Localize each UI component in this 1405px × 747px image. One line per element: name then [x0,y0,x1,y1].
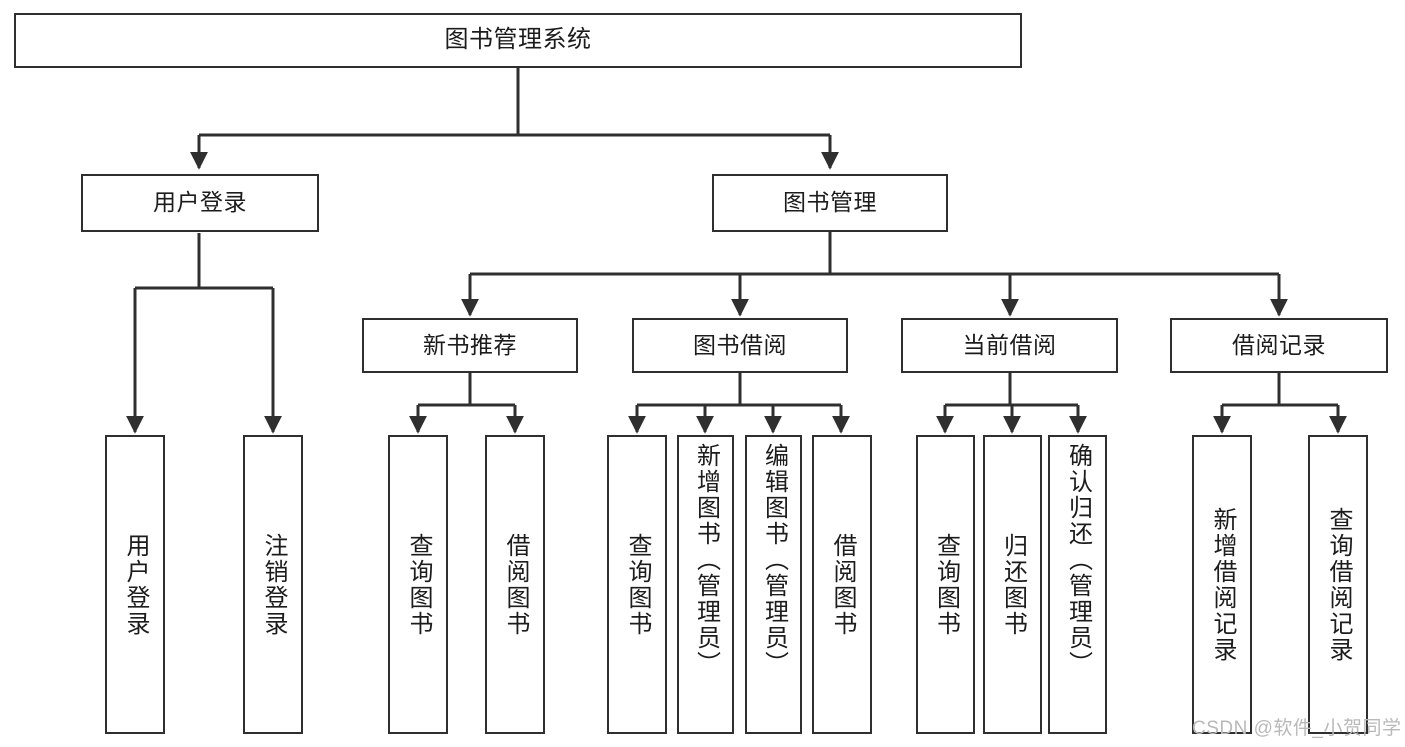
node-user-login[interactable]: 用户登录 [81,174,319,232]
leaf-return-book[interactable]: 归还图书 [983,435,1042,734]
node-label: 借阅图书 [829,532,856,637]
node-label: 查询图书 [405,532,432,637]
leaf-query-book-current[interactable]: 查询图书 [916,435,975,734]
node-label: 编辑图书（管理员） [760,443,788,677]
node-label: 图书管理 [783,189,877,216]
leaf-query-book-recommend[interactable]: 查询图书 [388,435,448,734]
leaf-edit-book-admin[interactable]: 编辑图书（管理员） [745,435,802,734]
leaf-query-book-borrow[interactable]: 查询图书 [607,435,667,734]
node-label: 当前借阅 [962,331,1057,358]
leaf-query-borrow-record[interactable]: 查询借阅记录 [1308,435,1368,734]
node-label: 用户登录 [153,189,247,216]
node-label: 确认归还（管理员） [1064,443,1092,677]
node-label: 用户登录 [122,532,149,637]
node-label: 查询图书 [624,532,651,637]
node-label: 借阅记录 [1232,331,1326,358]
node-label: 图书借阅 [693,331,787,358]
leaf-add-book-admin[interactable]: 新增图书（管理员） [677,435,734,734]
leaf-confirm-return-admin[interactable]: 确认归还（管理员） [1048,435,1107,734]
leaf-logout[interactable]: 注销登录 [243,435,303,734]
leaf-add-borrow-record[interactable]: 新增借阅记录 [1192,435,1252,734]
node-label: 图书管理系统 [444,26,592,54]
node-label: 新书推荐 [423,331,517,358]
leaf-borrow-book[interactable]: 借阅图书 [812,435,872,734]
node-book-management[interactable]: 图书管理 [712,174,948,232]
node-new-book-recommend[interactable]: 新书推荐 [362,318,578,373]
node-label: 查询借阅记录 [1325,506,1352,663]
leaf-user-login[interactable]: 用户登录 [105,435,165,734]
node-label: 新增图书（管理员） [692,443,720,677]
node-label: 注销登录 [260,532,287,637]
node-label: 查询图书 [932,532,960,637]
node-label: 归还图书 [999,532,1027,637]
node-label: 借阅图书 [502,532,529,637]
node-book-borrow[interactable]: 图书借阅 [632,318,848,373]
node-borrow-records[interactable]: 借阅记录 [1170,318,1388,373]
node-current-borrow[interactable]: 当前借阅 [901,318,1118,373]
leaf-borrow-book-recommend[interactable]: 借阅图书 [485,435,545,734]
node-label: 新增借阅记录 [1209,506,1236,663]
csdn-watermark: CSDN @软件_小贺同学 [1192,718,1402,739]
node-root-library-system[interactable]: 图书管理系统 [14,13,1022,68]
